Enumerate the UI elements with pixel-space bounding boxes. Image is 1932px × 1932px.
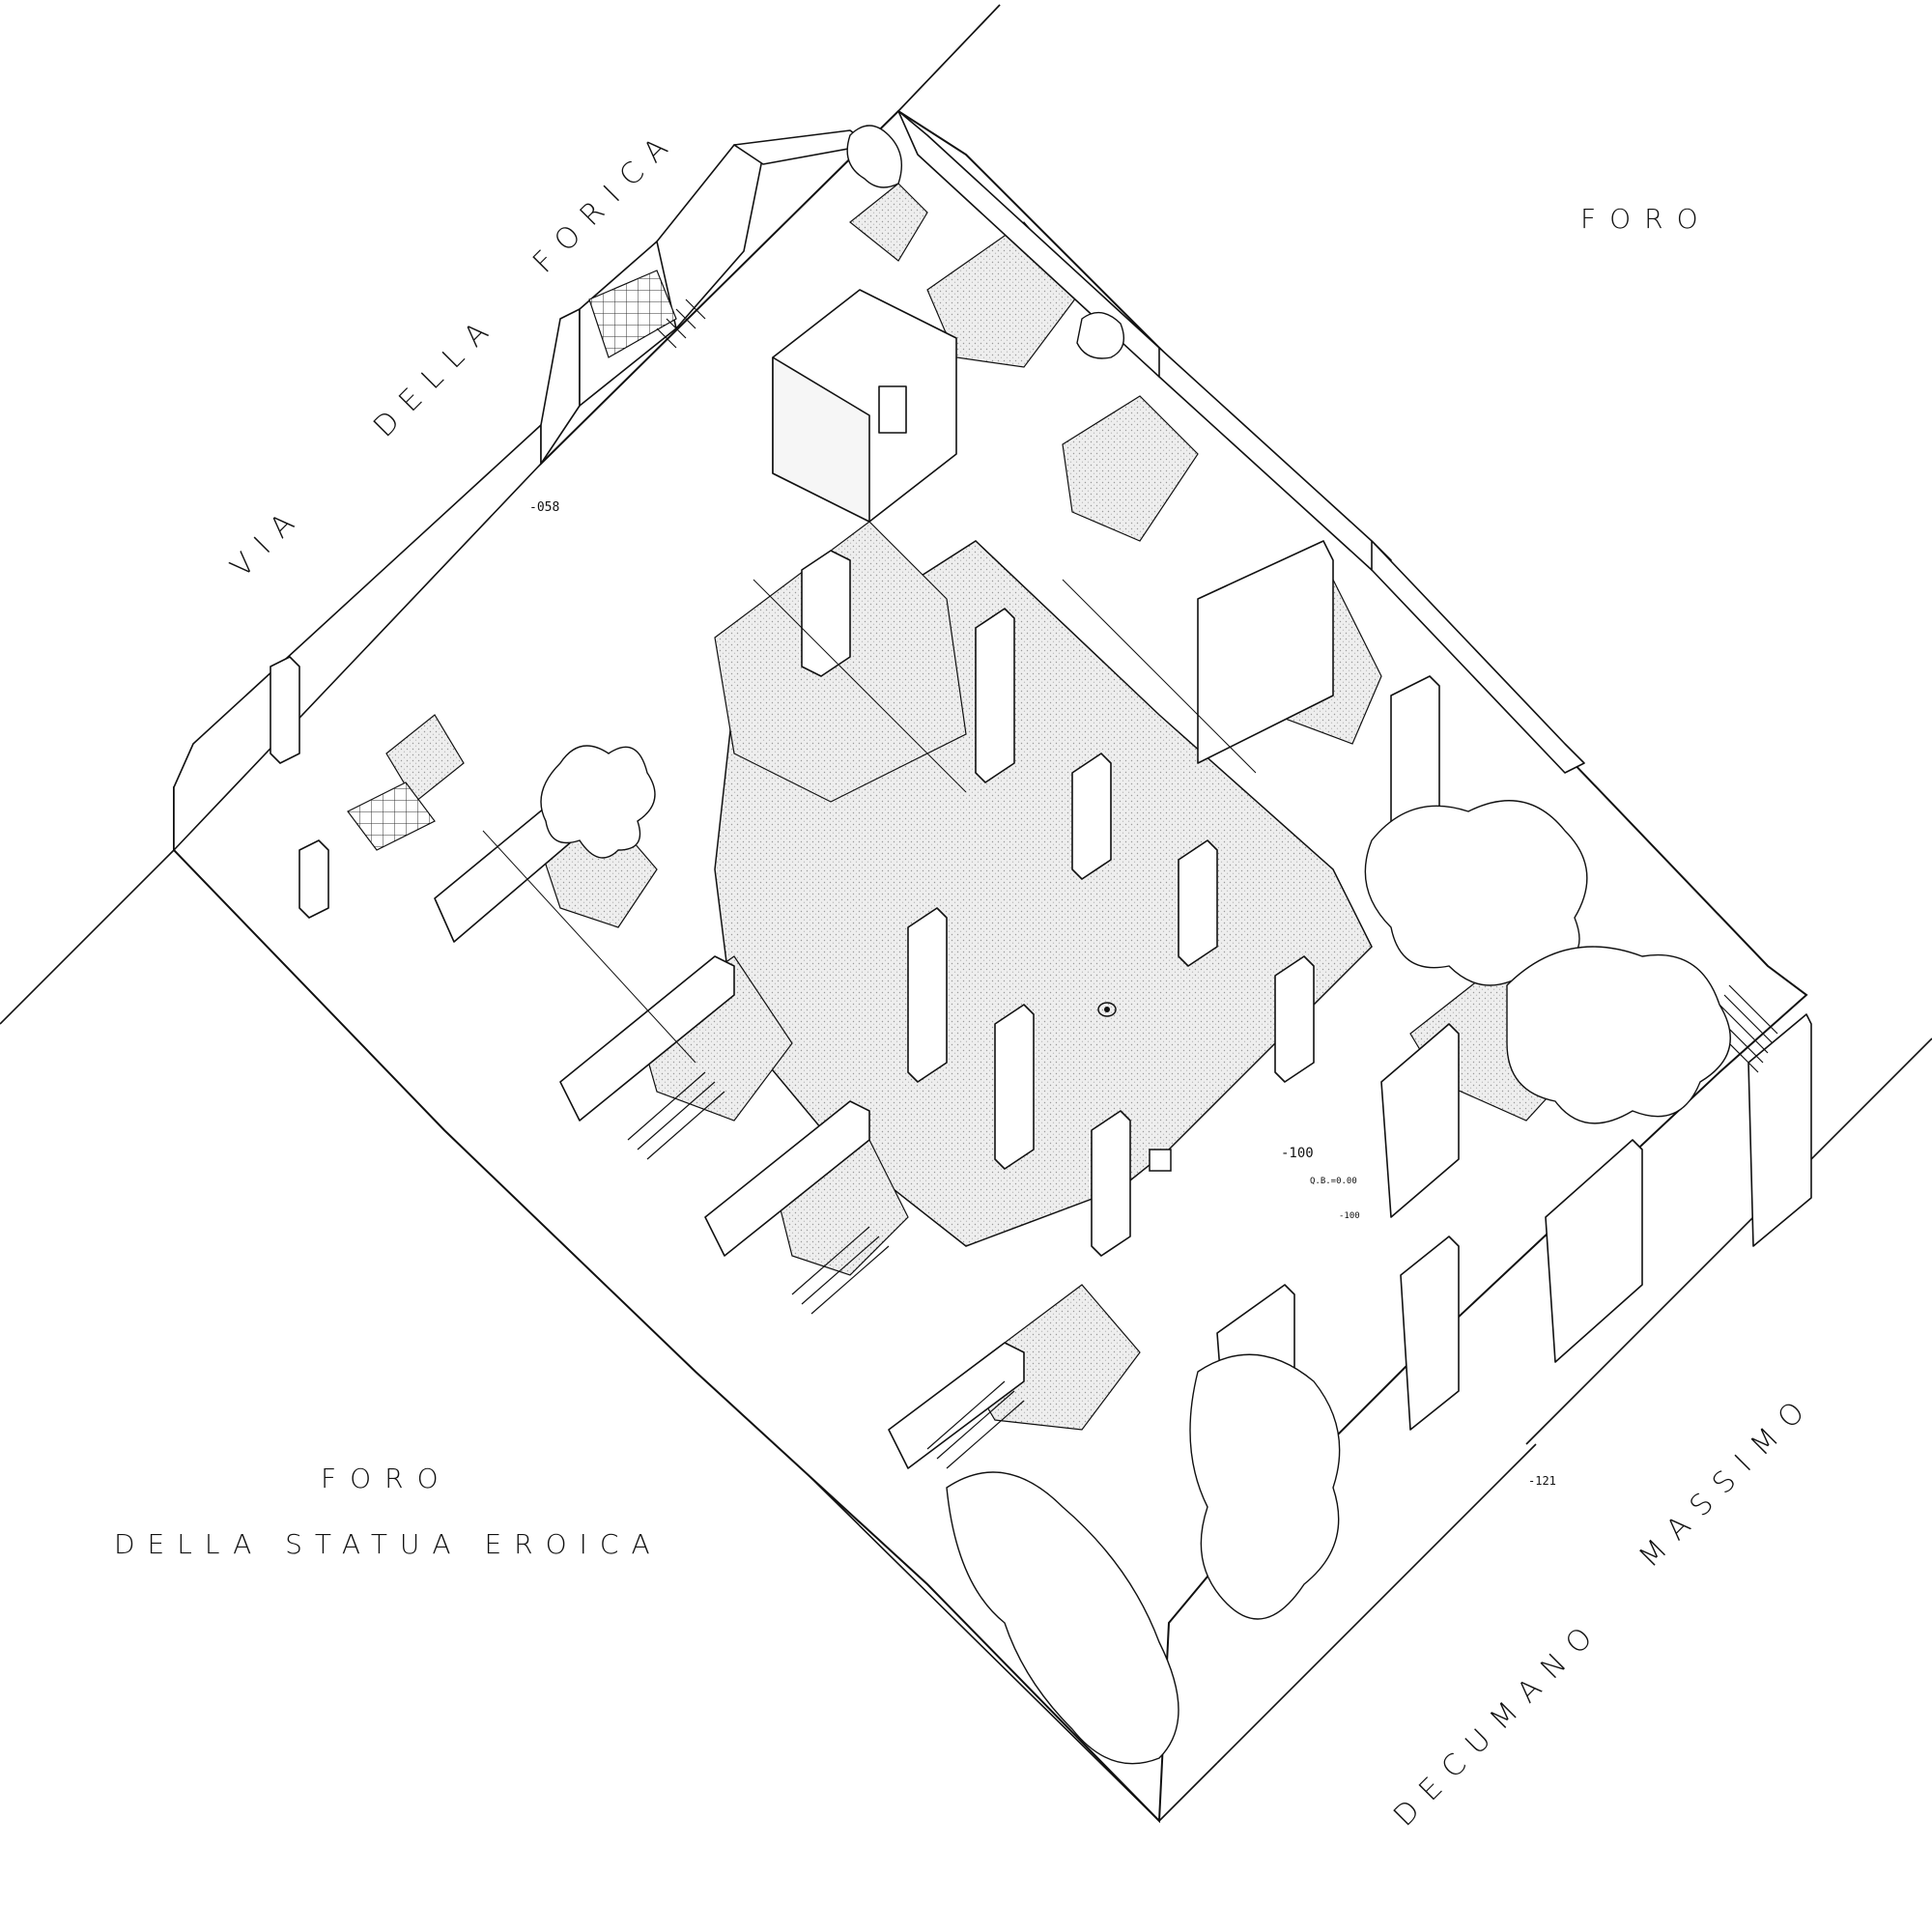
elevation-100: -100 <box>1281 1146 1314 1161</box>
grid-floors <box>347 270 677 851</box>
label-foro-bottom: FORO <box>321 1463 452 1494</box>
elevation-100-small: -100 <box>1339 1211 1360 1221</box>
walls <box>173 110 1812 1469</box>
staircases <box>627 298 1778 1469</box>
label-foro-top: FORO <box>1580 203 1712 235</box>
label-della-statua-eroica: DELLA STATUA EROICA <box>114 1528 663 1560</box>
elevation-121: -121 <box>1528 1474 1556 1488</box>
elevation-058: -058 <box>529 500 560 515</box>
corridor-lines <box>482 579 1257 1064</box>
elevation-datum: Q.B.=0.00 <box>1310 1177 1357 1186</box>
vegetation <box>540 125 1731 1765</box>
